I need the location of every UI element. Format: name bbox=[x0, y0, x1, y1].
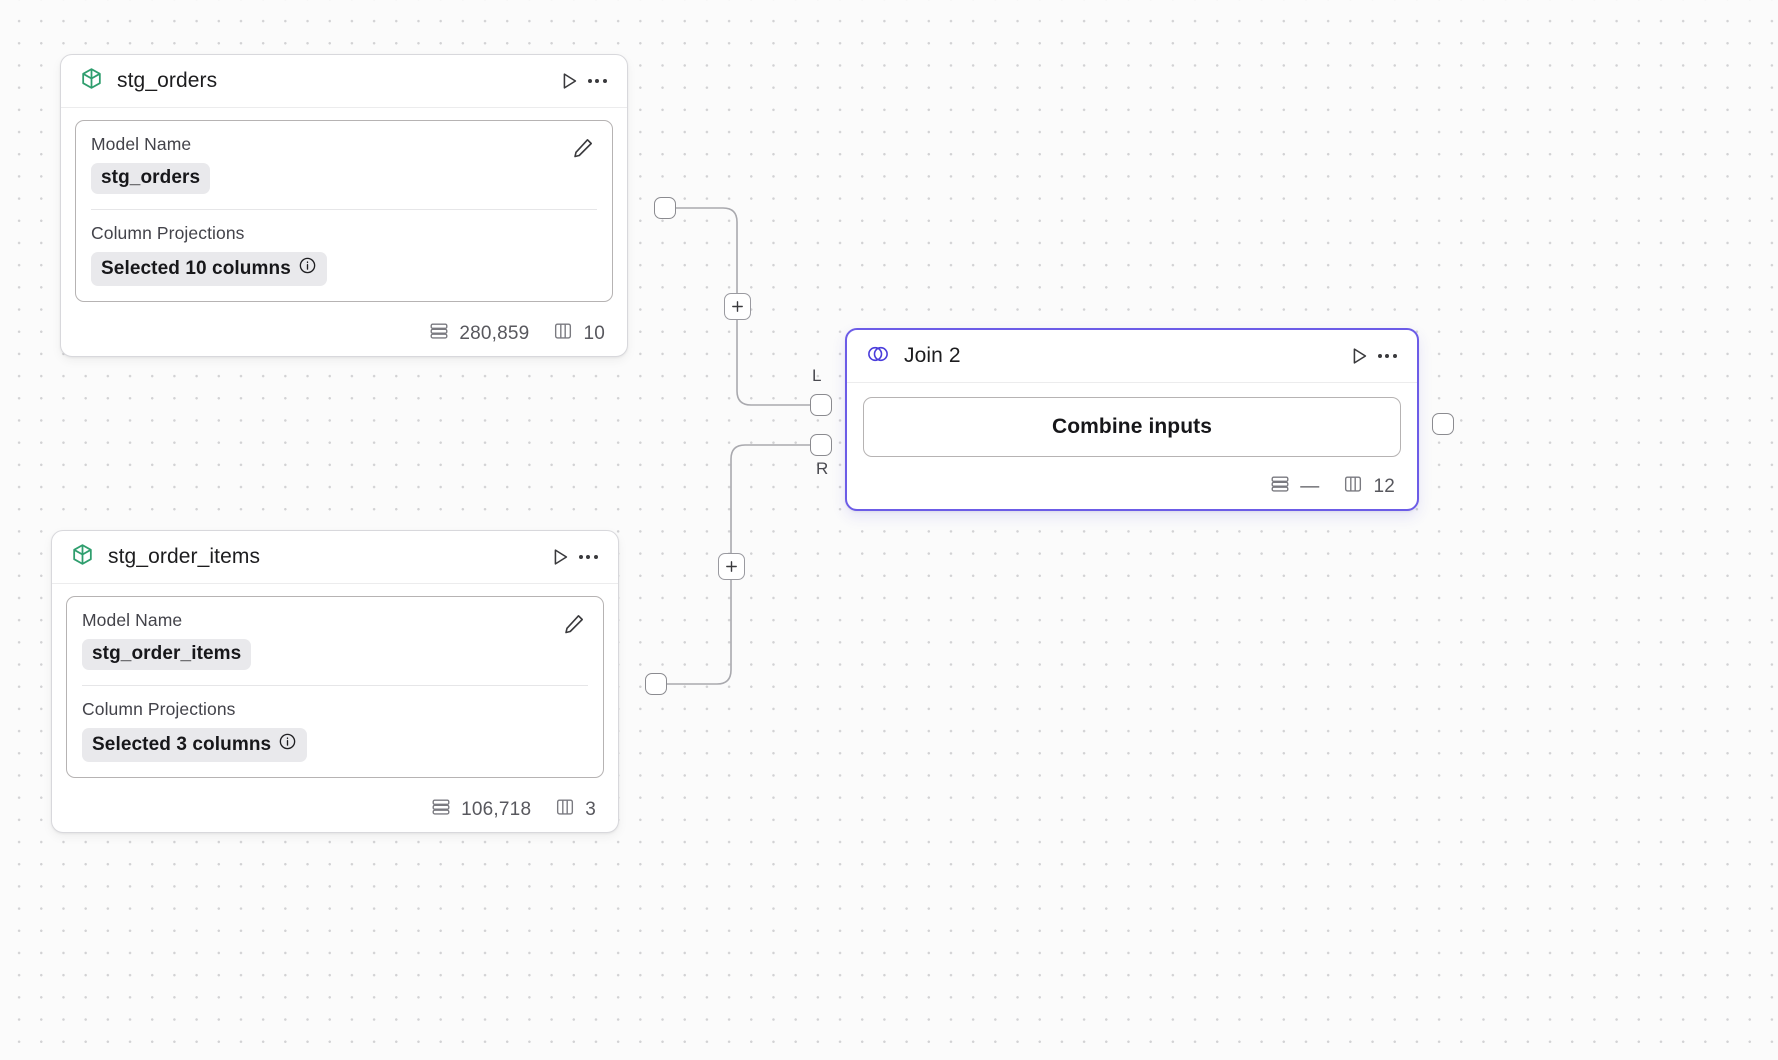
node-footer: 106,718 3 bbox=[52, 788, 618, 832]
info-icon[interactable] bbox=[298, 256, 317, 281]
model-config-panel: Model Name stg_orders Column Projections… bbox=[75, 120, 613, 302]
run-icon[interactable] bbox=[546, 543, 574, 571]
input-port-left-label: L bbox=[812, 366, 822, 385]
more-options-icon[interactable] bbox=[1373, 342, 1401, 370]
output-port-join-2[interactable] bbox=[1432, 413, 1454, 435]
node-footer: — 12 bbox=[847, 465, 1417, 509]
column-projections-label: Column Projections bbox=[82, 699, 236, 719]
combine-inputs-button[interactable]: Combine inputs bbox=[863, 397, 1401, 457]
columns-value: 10 bbox=[583, 323, 605, 344]
column-projections-value: Selected 10 columns bbox=[101, 257, 291, 279]
columns-icon bbox=[554, 796, 576, 824]
input-port-left[interactable] bbox=[810, 394, 832, 416]
node-body: Model Name stg_orders Column Projections… bbox=[61, 108, 627, 312]
columns-value: 12 bbox=[1373, 476, 1395, 497]
rows-icon bbox=[1269, 473, 1291, 501]
node-footer: 280,859 10 bbox=[61, 312, 627, 356]
model-name-chip[interactable]: stg_orders bbox=[91, 163, 211, 194]
model-name-label: Model Name bbox=[82, 610, 183, 630]
add-node-button-bottom[interactable] bbox=[718, 553, 745, 580]
output-port-stg-order-items[interactable] bbox=[645, 673, 667, 695]
column-projections-value: Selected 3 columns bbox=[92, 733, 272, 755]
rows-value: 106,718 bbox=[461, 799, 532, 820]
cube-icon bbox=[79, 66, 104, 96]
column-projections-label: Column Projections bbox=[91, 223, 245, 243]
rows-value: 280,859 bbox=[459, 323, 530, 344]
columns-icon bbox=[1342, 473, 1364, 501]
add-node-button-top[interactable] bbox=[724, 293, 751, 320]
panel-divider bbox=[82, 685, 588, 686]
columns-icon bbox=[552, 320, 574, 348]
edit-pencil-icon[interactable] bbox=[569, 134, 597, 162]
node-title: Join 2 bbox=[904, 344, 961, 367]
run-icon[interactable] bbox=[1345, 342, 1373, 370]
node-stg-order-items[interactable]: stg_order_items Model Name stg_order_ite… bbox=[51, 530, 619, 833]
model-name-label: Model Name bbox=[91, 134, 192, 154]
column-count-stat: 10 bbox=[552, 320, 605, 348]
row-count-stat: 106,718 bbox=[430, 796, 531, 824]
node-title: stg_order_items bbox=[108, 545, 261, 568]
row-count-stat: — bbox=[1269, 473, 1319, 501]
column-count-stat: 12 bbox=[1342, 473, 1395, 501]
node-header: Join 2 bbox=[847, 330, 1417, 383]
model-config-panel: Model Name stg_order_items Column Projec… bbox=[66, 596, 604, 778]
node-join-2[interactable]: Join 2 Combine inputs bbox=[845, 328, 1419, 511]
row-count-stat: 280,859 bbox=[428, 320, 529, 348]
node-stg-orders[interactable]: stg_orders Model Name stg_orders bbox=[60, 54, 628, 357]
more-options-icon[interactable] bbox=[583, 67, 611, 95]
input-port-right-label: R bbox=[816, 459, 829, 478]
input-port-right[interactable] bbox=[810, 434, 832, 456]
node-header: stg_order_items bbox=[52, 531, 618, 584]
panel-divider bbox=[91, 209, 597, 210]
rows-icon bbox=[428, 320, 450, 348]
node-header: stg_orders bbox=[61, 55, 627, 108]
model-name-chip[interactable]: stg_order_items bbox=[82, 639, 252, 670]
info-icon[interactable] bbox=[278, 732, 297, 757]
more-options-icon[interactable] bbox=[574, 543, 602, 571]
edit-pencil-icon[interactable] bbox=[560, 610, 588, 638]
cube-icon bbox=[70, 542, 95, 572]
node-body: Model Name stg_order_items Column Projec… bbox=[52, 584, 618, 788]
node-body: Combine inputs bbox=[847, 383, 1417, 465]
column-projections-chip[interactable]: Selected 10 columns bbox=[91, 252, 327, 286]
output-port-stg-orders[interactable] bbox=[654, 197, 676, 219]
rows-icon bbox=[430, 796, 452, 824]
rows-value: — bbox=[1300, 476, 1320, 497]
venn-join-icon bbox=[865, 341, 891, 372]
columns-value: 3 bbox=[585, 799, 596, 820]
run-icon[interactable] bbox=[555, 67, 583, 95]
column-projections-chip[interactable]: Selected 3 columns bbox=[82, 728, 308, 762]
column-count-stat: 3 bbox=[554, 796, 596, 824]
node-title: stg_orders bbox=[117, 69, 218, 92]
